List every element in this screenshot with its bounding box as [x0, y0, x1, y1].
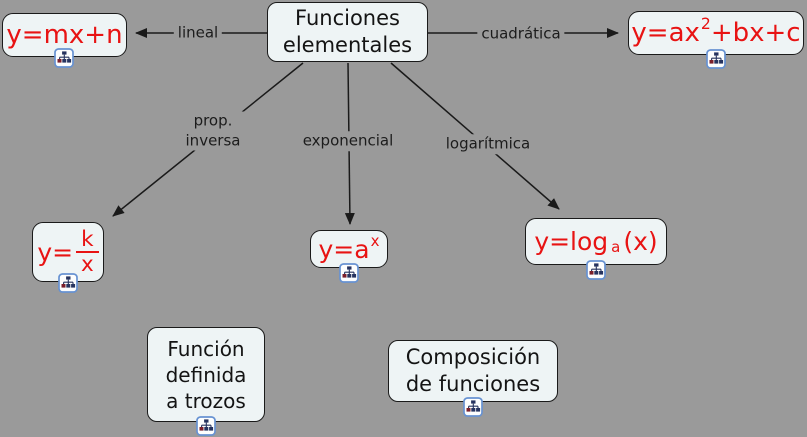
- inverse-formula-pre: y=: [37, 237, 74, 267]
- exponential-formula-pre: y=a: [318, 234, 370, 264]
- link-label-lineal[interactable]: lineal: [173, 23, 223, 43]
- inverse-formula-denominator: x: [81, 252, 94, 277]
- cmap-resource-icon[interactable]: [54, 48, 74, 68]
- concept-node-composicion-de-funciones[interactable]: Composición de funciones: [388, 340, 558, 402]
- concept-node-funciones-elementales[interactable]: Funciones elementales: [267, 2, 428, 62]
- inverse-formula-numerator: k: [76, 228, 99, 253]
- logarithmic-formula-post: (x): [623, 227, 658, 256]
- formula-node-inverse[interactable]: y= k x: [32, 222, 104, 282]
- composition-line2: de funciones: [405, 372, 541, 396]
- piecewise-line2: definida: [165, 362, 247, 387]
- quadratic-formula-post: +bx+c: [710, 18, 801, 48]
- linear-formula-text: y=mx+n: [6, 20, 123, 50]
- cmap-resource-icon[interactable]: [706, 49, 726, 69]
- logarithmic-formula-pre: y=log: [534, 227, 609, 256]
- piecewise-line1: Función: [167, 336, 245, 361]
- cmap-resource-icon[interactable]: [196, 416, 216, 436]
- prop-inversa-line2: inversa: [185, 131, 241, 149]
- link-label-prop-inversa[interactable]: prop. inversa: [181, 111, 245, 151]
- quadratic-formula-pre: y=ax: [631, 18, 700, 48]
- logarithmic-formula-sub: a: [611, 238, 621, 257]
- link-label-cuadratica[interactable]: cuadrática: [477, 24, 565, 44]
- inverse-formula-fraction: k x: [76, 228, 99, 277]
- piecewise-line3: a trozos: [166, 388, 246, 413]
- quadratic-formula-sup: 2: [700, 15, 711, 34]
- central-node-line1: Funciones: [295, 5, 400, 30]
- cmap-resource-icon[interactable]: [463, 397, 483, 417]
- exponential-formula-sup: x: [370, 231, 380, 250]
- cmap-resource-icon[interactable]: [339, 263, 359, 283]
- cmap-resource-icon[interactable]: [586, 260, 606, 280]
- composition-line1: Composición: [405, 344, 541, 369]
- link-label-exponencial[interactable]: exponencial: [298, 131, 398, 151]
- cmap-resource-icon[interactable]: [58, 273, 78, 293]
- concept-node-funcion-definida-a-trozos[interactable]: Función definida a trozos: [147, 327, 265, 422]
- link-label-logaritmica[interactable]: logarítmica: [441, 134, 535, 154]
- central-node-line2: elementales: [282, 33, 413, 57]
- prop-inversa-line1: prop.: [193, 111, 233, 130]
- formula-node-linear[interactable]: y=mx+n: [2, 13, 127, 57]
